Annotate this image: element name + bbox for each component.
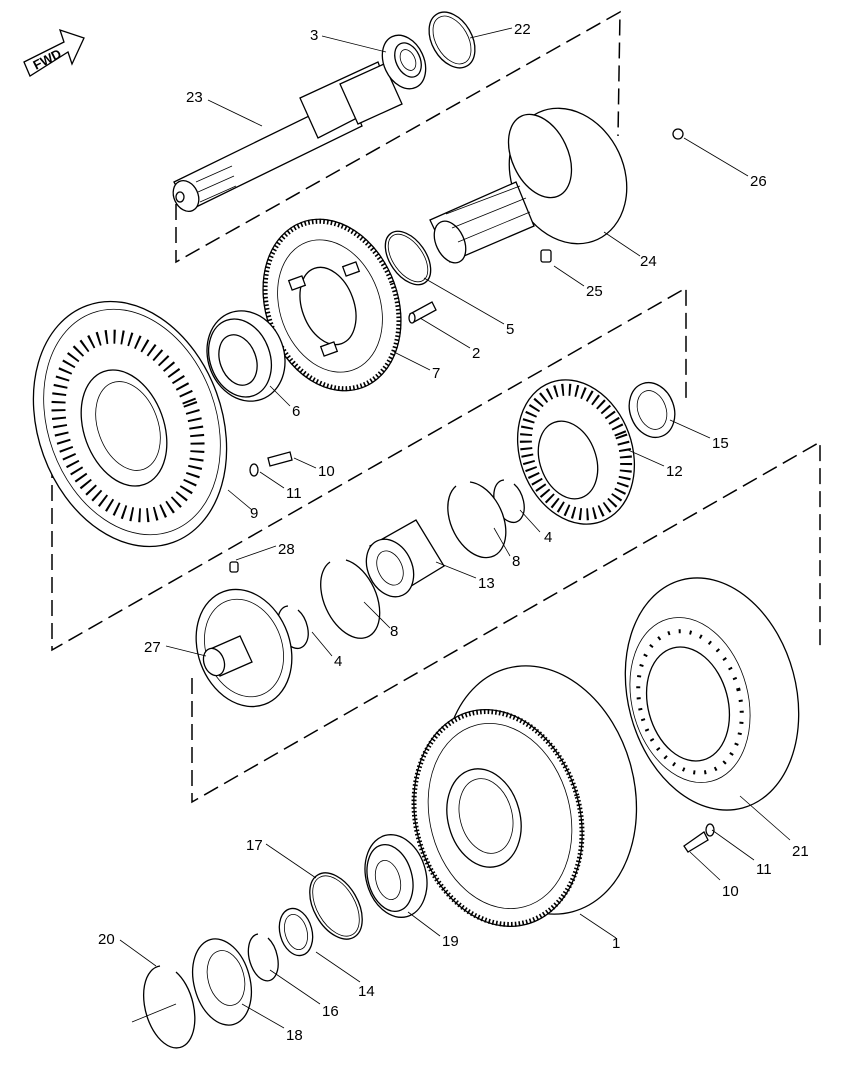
dowel-pin-25 bbox=[540, 249, 552, 263]
callout-27: 27 bbox=[144, 639, 161, 656]
callout-12: 12 bbox=[666, 463, 683, 480]
callout-8-upper: 8 bbox=[512, 553, 520, 570]
washer-11-lower bbox=[705, 823, 715, 837]
callout-28: 28 bbox=[278, 541, 295, 558]
fwd-arrow-icon: FWD bbox=[23, 28, 85, 77]
bolt-26 bbox=[672, 128, 684, 140]
bolt-10-upper bbox=[267, 451, 293, 467]
bearing-19 bbox=[364, 834, 428, 918]
assembly-outline-middle bbox=[51, 286, 687, 652]
output-shaft bbox=[172, 61, 403, 213]
callout-4-upper: 4 bbox=[544, 529, 552, 546]
pump-ring-gear bbox=[411, 665, 638, 928]
housing bbox=[32, 300, 228, 548]
callout-20: 20 bbox=[98, 931, 115, 948]
leader-lines bbox=[119, 27, 791, 1029]
seal-15 bbox=[628, 381, 676, 439]
callout-8-lower: 8 bbox=[390, 623, 398, 640]
callout-4-lower: 4 bbox=[334, 653, 342, 670]
snap-ring-8-upper bbox=[447, 481, 507, 559]
callout-16: 16 bbox=[322, 1003, 339, 1020]
callout-18: 18 bbox=[286, 1027, 303, 1044]
callout-24: 24 bbox=[640, 253, 657, 270]
callout-11-upper: 11 bbox=[286, 485, 302, 502]
clutch-13 bbox=[365, 519, 445, 598]
bolt-10-lower bbox=[683, 831, 709, 853]
callout-10-upper: 10 bbox=[318, 463, 335, 480]
callout-labels: 3 22 23 26 24 25 5 2 7 6 15 12 10 11 9 4… bbox=[98, 21, 809, 1044]
bolt-2 bbox=[408, 301, 437, 324]
callout-10-lower: 10 bbox=[722, 883, 739, 900]
callout-15: 15 bbox=[712, 435, 729, 452]
snap-ring-22 bbox=[428, 11, 476, 69]
assembly-outline-upper bbox=[175, 10, 621, 264]
stator bbox=[195, 588, 293, 708]
washer-11-upper bbox=[249, 463, 259, 477]
callout-11-lower: 11 bbox=[756, 861, 772, 878]
pin-28 bbox=[229, 561, 239, 573]
callout-26: 26 bbox=[750, 173, 767, 190]
snap-ring-16 bbox=[247, 933, 279, 982]
callout-3: 3 bbox=[310, 27, 318, 44]
assembly-outline-lower bbox=[191, 440, 821, 804]
turbine bbox=[516, 379, 636, 525]
washer-14 bbox=[278, 907, 314, 957]
callout-14: 14 bbox=[358, 983, 375, 1000]
callout-21: 21 bbox=[792, 843, 809, 860]
callout-17: 17 bbox=[246, 837, 263, 854]
snap-ring-8-lower bbox=[320, 559, 381, 639]
hub-carrier bbox=[429, 107, 628, 264]
shaft-bearing bbox=[381, 34, 427, 90]
callout-6: 6 bbox=[292, 403, 300, 420]
callout-23: 23 bbox=[186, 89, 203, 106]
front-cover bbox=[624, 577, 800, 811]
o-ring-17 bbox=[309, 872, 363, 940]
drive-gear bbox=[262, 218, 402, 392]
callout-25: 25 bbox=[586, 283, 603, 300]
callout-7: 7 bbox=[432, 365, 440, 382]
callout-5: 5 bbox=[506, 321, 514, 338]
bearing-6 bbox=[206, 310, 286, 402]
callout-1: 1 bbox=[612, 935, 620, 952]
callout-22: 22 bbox=[514, 21, 531, 38]
callout-13: 13 bbox=[478, 575, 495, 592]
fwd-label: FWD bbox=[31, 46, 64, 73]
callout-9: 9 bbox=[250, 505, 258, 522]
callout-2: 2 bbox=[472, 345, 480, 362]
callout-19: 19 bbox=[442, 933, 459, 950]
o-ring-5 bbox=[384, 230, 432, 286]
plate-18 bbox=[192, 938, 252, 1026]
